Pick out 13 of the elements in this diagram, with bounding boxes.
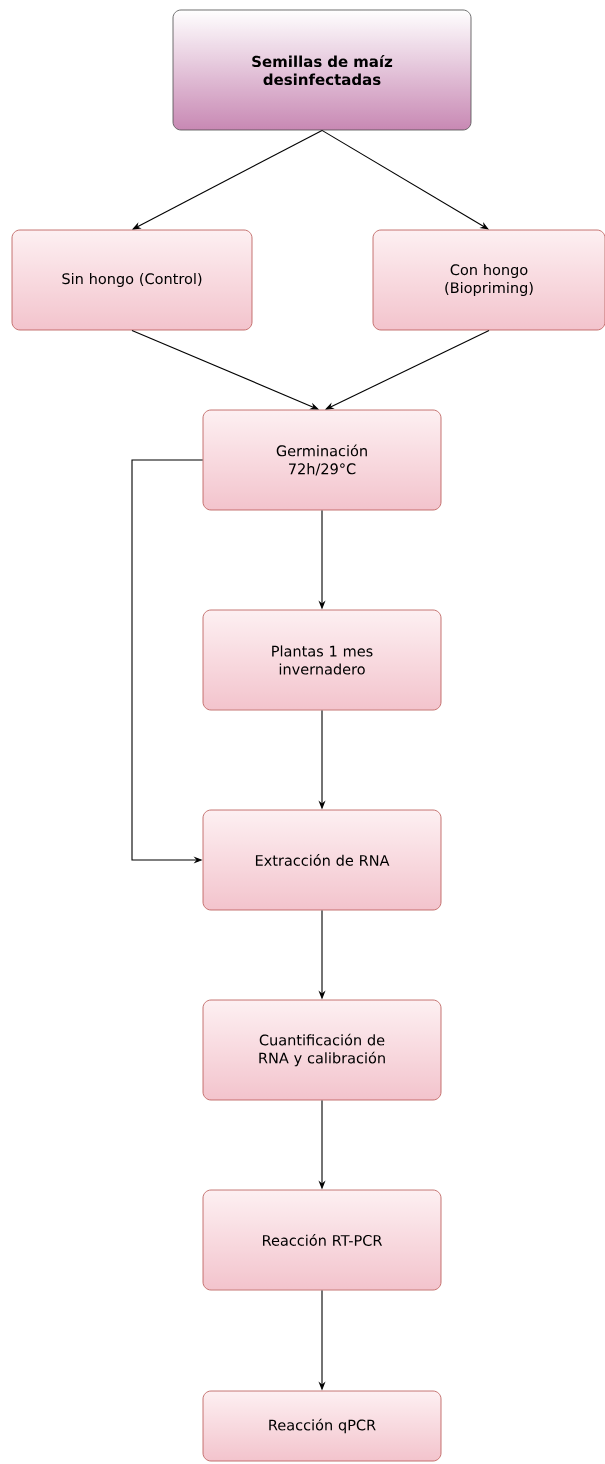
start-box: Semillas de maíz desinfectadas [172, 9, 472, 131]
process-box: Cuantificación de RNA y calibración [202, 999, 442, 1101]
process-box: Reacción RT-PCR [202, 1189, 442, 1291]
process-box: Extracción de RNA [202, 809, 442, 911]
process-box: Plantas 1 mes invernadero [202, 609, 442, 711]
process-box: Reacción qPCR [202, 1390, 442, 1462]
process-box: Germinación 72h/29°C [202, 409, 442, 511]
arrow [321, 129, 489, 230]
process-box: Con hongo (Biopriming) [372, 229, 605, 331]
arrow [325, 329, 490, 410]
arrow [131, 329, 319, 410]
arrow [132, 129, 323, 230]
process-box: Sin hongo (Control) [11, 229, 253, 331]
